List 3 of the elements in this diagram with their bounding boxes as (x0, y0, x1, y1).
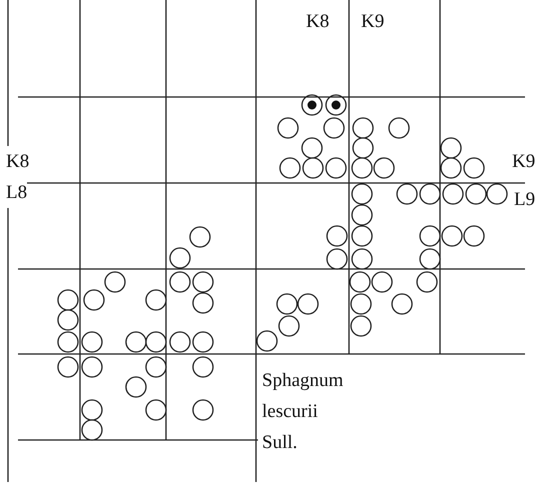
species-name: Sphagnum lescurii Sull. (262, 369, 344, 455)
grid-square-label: K8 (6, 146, 30, 177)
grid-square-label: L8 (6, 177, 28, 208)
